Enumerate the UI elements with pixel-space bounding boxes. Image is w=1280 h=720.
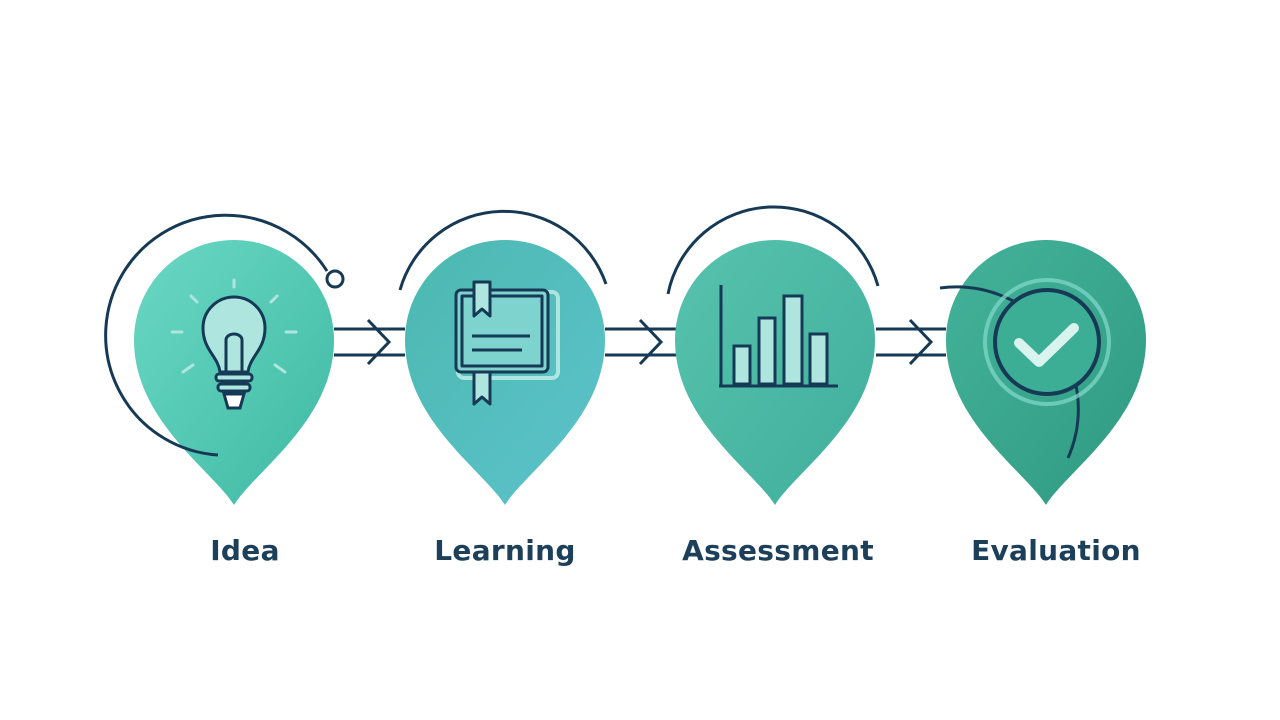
orbit-arc [104, 213, 329, 457]
checkmark-icon [983, 278, 1111, 406]
step-learning [398, 209, 608, 505]
step-assessment [666, 205, 880, 505]
lightbulb-icon [170, 278, 298, 410]
orbit-arc [398, 209, 608, 291]
step-label-idea: Idea [210, 534, 280, 567]
arrow-3 [876, 318, 946, 366]
step-idea [104, 213, 345, 505]
step-label-evaluation: Evaluation [971, 534, 1141, 567]
step-evaluation [939, 240, 1146, 505]
step-label-learning: Learning [434, 534, 576, 567]
orbit-arc [666, 205, 880, 295]
orbit-dot [325, 269, 345, 289]
arrow-1 [334, 318, 405, 366]
arrow-2 [605, 318, 676, 366]
bar-chart-icon [719, 285, 838, 388]
book-icon [454, 280, 560, 406]
step-label-assessment: Assessment [682, 534, 874, 567]
